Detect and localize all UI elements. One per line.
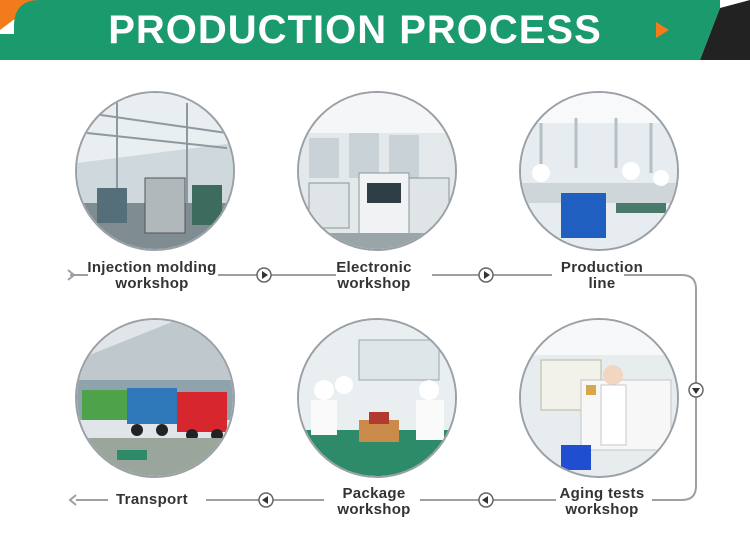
step-transport: [75, 318, 235, 478]
arrow-circle-left-icon: [258, 492, 274, 508]
assembly-line-photo: [519, 91, 679, 251]
arrow-circle-right-icon: [478, 267, 494, 283]
packing-table-photo: [297, 318, 457, 478]
step-label-text: Transport: [116, 491, 188, 508]
step-label: Transport: [62, 492, 242, 508]
arrow-circle-down-icon: [688, 382, 704, 398]
step-aging-tests: [519, 318, 679, 478]
step-electronic: [297, 91, 457, 251]
banner-title: PRODUCTION PROCESS: [108, 8, 602, 52]
chevron-left-icon: [68, 494, 77, 506]
smt-machine-photo: [297, 91, 457, 251]
factory-hall-photo: [75, 91, 235, 251]
truck-loading-photo: [75, 318, 235, 478]
banner-shape: [0, 0, 750, 60]
step-injection-molding: [75, 91, 235, 251]
play-arrow-icon: [656, 22, 669, 38]
arrow-circle-right-icon: [256, 267, 272, 283]
step-package: [297, 318, 457, 478]
chevron-right-icon: [67, 269, 76, 281]
aging-rack-photo: [519, 318, 679, 478]
arrow-circle-left-icon: [478, 492, 494, 508]
step-production-line: [519, 91, 679, 251]
title-banner: PRODUCTION PROCESS: [0, 0, 750, 60]
